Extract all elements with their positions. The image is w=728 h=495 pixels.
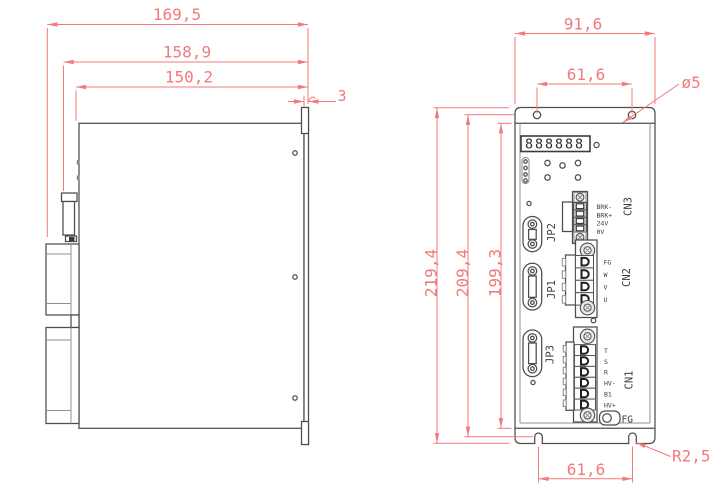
- dim-depth-with-connector: 158,9: [63, 43, 309, 191]
- dim-body-height: 199,3: [486, 122, 512, 429]
- side-mounting-plate: [300, 106, 310, 446]
- dim-text: R2,5: [672, 447, 711, 466]
- jp3-label: JP3: [545, 345, 557, 364]
- cn1-pin-t: T: [604, 347, 608, 355]
- dim-hole-spacing: 61,6: [536, 65, 633, 114]
- dim-text: 61,6: [567, 460, 606, 479]
- dim-text: 158,9: [163, 43, 211, 62]
- cn1-housing-notches: [562, 345, 567, 407]
- cn3-pin-labels: BRK- BRK+ 24V 0V: [597, 203, 613, 236]
- side-screw-holes: [292, 150, 298, 401]
- cn2-pin-v: V: [604, 284, 608, 292]
- panel-hole: [530, 379, 536, 386]
- side-view: [45, 106, 310, 446]
- dim-hole-diameter: ø5: [622, 73, 701, 124]
- panel-hole: [526, 200, 532, 207]
- cn3-pin-brk-plus: BRK+: [597, 211, 613, 219]
- cn1-terminals: [574, 344, 596, 411]
- cn3-pin-24v: 24V: [597, 220, 609, 228]
- cn3-label: CN3: [623, 197, 635, 216]
- cn2-housing-notches: [561, 258, 567, 304]
- cn3-pin-0v: 0V: [597, 228, 605, 236]
- side-connector-step: [70, 314, 80, 329]
- jp2-label: JP2: [546, 223, 558, 242]
- cn1-pin-labels: T S R HV- B1 HV+: [604, 347, 616, 409]
- cn1-pin-b1: B1: [604, 390, 612, 398]
- display-digits: 888888: [525, 137, 585, 153]
- dim-slot-radius: R2,5: [635, 441, 711, 466]
- dim-body-depth: 150,2: [75, 68, 309, 121]
- dim-slot-spacing: 61,6: [538, 446, 633, 483]
- connector-jp1: JP1: [522, 262, 558, 311]
- connector-jp3: JP3: [522, 329, 557, 378]
- led-column: [521, 157, 530, 184]
- cn1-pin-s: S: [604, 358, 608, 366]
- status-led-icon: [593, 141, 600, 149]
- cn3-pin-brk-minus: BRK-: [597, 203, 613, 211]
- cn2-label: CN2: [621, 268, 633, 287]
- dim-overall-height: 219,4: [422, 107, 509, 444]
- dim-text: 199,3: [486, 249, 505, 297]
- dim-mounting-height: 209,4: [453, 114, 533, 438]
- side-body: [78, 122, 305, 429]
- side-connector-top: [60, 192, 78, 243]
- connector-jp2: JP2: [522, 215, 558, 253]
- terminal-block-cn2: FG W V U CN2: [561, 239, 633, 319]
- cn1-label: CN1: [624, 371, 636, 390]
- jp1-label: JP1: [546, 280, 558, 299]
- dim-plate-thickness: 3: [288, 87, 347, 107]
- panel-lines: [515, 122, 655, 429]
- dim-flange-width: 91,6: [514, 15, 656, 104]
- seven-segment-display: 888888: [520, 135, 591, 153]
- cn3-terminals: [573, 202, 587, 233]
- cn2-pin-u: U: [604, 296, 608, 304]
- panel-hole: [590, 317, 597, 324]
- dim-text: 169,5: [153, 5, 201, 24]
- cn2-pin-w: W: [604, 271, 608, 279]
- dim-text: 219,4: [422, 249, 441, 297]
- cn1-pin-hv-plus: HV+: [604, 401, 616, 409]
- cn2-pin-labels: FG W V U: [604, 259, 612, 304]
- cn1-pin-hv-minus: HV-: [604, 380, 616, 388]
- side-connector-middle: [45, 243, 80, 316]
- cn1-pin-r: R: [604, 369, 608, 377]
- dim-text: 61,6: [567, 65, 606, 84]
- dim-overall-depth: 169,5: [46, 5, 309, 237]
- dim-text: 91,6: [564, 15, 603, 34]
- cn2-pin-fg: FG: [604, 259, 612, 267]
- dim-text: ø5: [682, 73, 701, 92]
- panel-buttons: [544, 159, 582, 181]
- dimensions-side-view: 169,5 158,9 150,2 3: [46, 5, 347, 237]
- dim-text: 3: [338, 87, 347, 105]
- dim-text: 150,2: [165, 68, 213, 87]
- side-panel-edge-marks: [76, 160, 80, 181]
- ground-terminal: FG: [598, 410, 634, 426]
- ground-label: FG: [622, 415, 634, 426]
- side-connector-bottom: [45, 326, 80, 425]
- terminal-block-cn1: T S R HV- B1 HV+ CN1: [562, 326, 636, 424]
- dim-text: 209,4: [453, 249, 472, 297]
- cn2-terminals: [575, 255, 594, 306]
- front-view: 888888 JP2: [514, 106, 656, 445]
- dimensions-front-view: 91,6 61,6 ø5 219,4 209,4 199,: [422, 15, 711, 483]
